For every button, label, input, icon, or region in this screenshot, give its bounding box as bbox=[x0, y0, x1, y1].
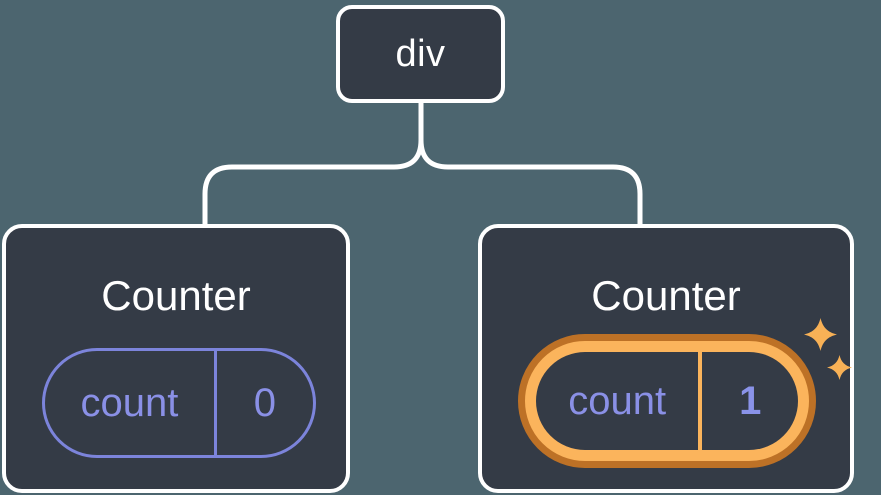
component-title: Counter bbox=[591, 272, 741, 319]
component-title: Counter bbox=[101, 272, 251, 319]
sparkle-icon-small bbox=[827, 355, 852, 380]
state-key-label: count bbox=[568, 378, 667, 423]
root-node-div: div bbox=[336, 5, 505, 103]
connector-right-branch bbox=[418, 100, 643, 226]
root-node-label: div bbox=[395, 32, 446, 75]
connector-left-branch bbox=[202, 100, 424, 226]
state-pill-highlight-ring: count 1 bbox=[518, 334, 816, 468]
counter-card-right: Counter count 1 bbox=[478, 224, 854, 493]
counter-card-left: Counter count 0 bbox=[2, 224, 350, 493]
state-pill: count 0 bbox=[42, 348, 316, 458]
state-key-label: count bbox=[80, 380, 179, 425]
state-value: 0 bbox=[253, 380, 277, 425]
sparkle-icon-large bbox=[804, 318, 837, 351]
state-value: 1 bbox=[739, 378, 762, 423]
state-pill-divider bbox=[213, 351, 217, 455]
state-pill: count 1 bbox=[536, 352, 798, 450]
state-pill-divider bbox=[698, 352, 703, 450]
